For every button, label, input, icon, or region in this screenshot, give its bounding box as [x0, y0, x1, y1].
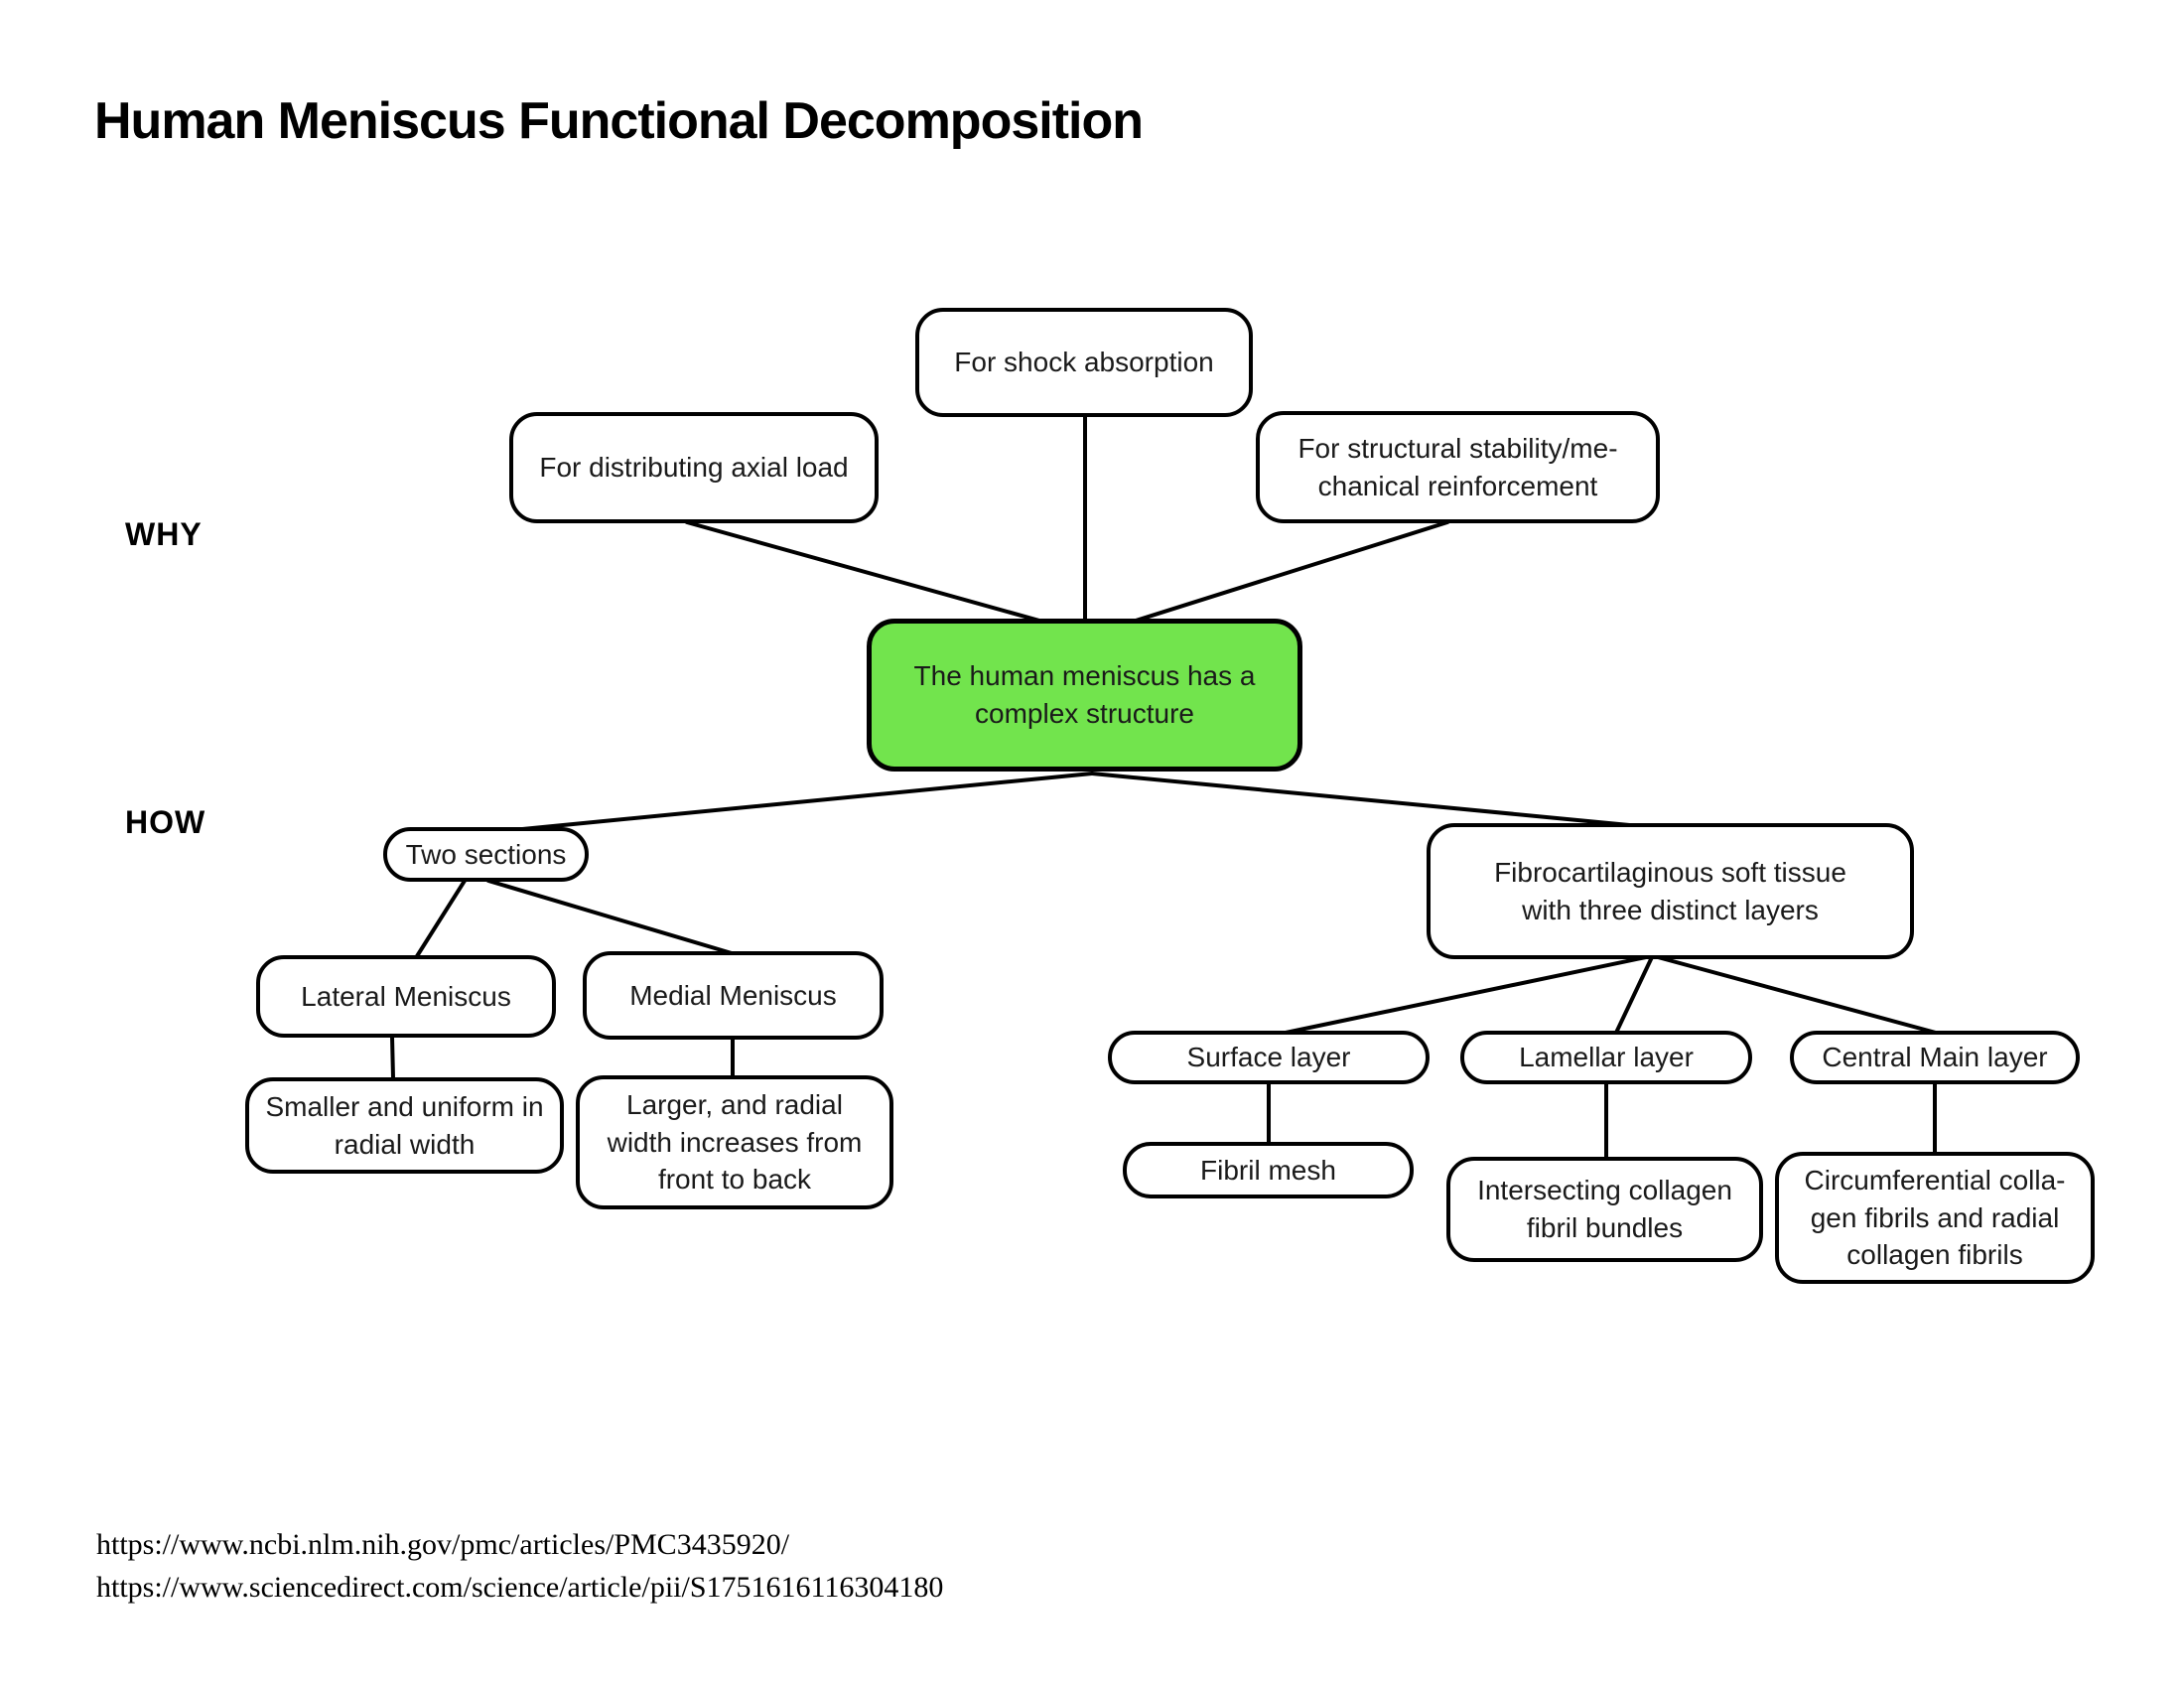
- edge-axial-root: [685, 520, 1066, 630]
- node-lateral-meniscus: Lateral Meniscus: [256, 955, 556, 1038]
- source-links: https://www.ncbi.nlm.nih.gov/pmc/article…: [96, 1524, 943, 1610]
- why-label: WHY: [125, 516, 203, 552]
- edge-fibro-lamellar: [1614, 955, 1654, 1035]
- node-shock-absorption: For shock absorption: [915, 308, 1253, 417]
- node-root-complex-structure: The human meniscus has a complex structu…: [867, 619, 1302, 772]
- node-fibrocartilaginous-tissue: Fibrocartilaginous soft tissue with thre…: [1427, 823, 1914, 959]
- source-link-ncbi: https://www.ncbi.nlm.nih.gov/pmc/article…: [96, 1528, 790, 1561]
- edge-lateral-smaller: [390, 1035, 395, 1080]
- node-root-complex-structure-label: The human meniscus has a complex structu…: [913, 660, 1256, 729]
- node-lamellar-layer-label: Lamellar layer: [1519, 1042, 1694, 1073]
- node-two-sections-label: Two sections: [405, 838, 567, 870]
- node-intersecting-collagen: Intersecting collagen fibril bundles: [1446, 1157, 1763, 1262]
- node-fibril-mesh: Fibril mesh: [1123, 1142, 1414, 1198]
- edge-two-sections-lateral: [415, 879, 467, 958]
- node-surface-layer-label: Surface layer: [1186, 1042, 1351, 1073]
- node-distributing-axial-load-label: For distributing axial load: [539, 452, 849, 484]
- edge-fibro-surface: [1284, 955, 1648, 1035]
- node-two-sections: Two sections: [383, 827, 589, 882]
- source-link-sciencedirect: https://www.sciencedirect.com/science/ar…: [96, 1570, 944, 1604]
- node-lateral-meniscus-label: Lateral Meniscus: [301, 980, 511, 1012]
- node-circumferential-collagen-label: Circumferential colla- gen fibrils and r…: [1804, 1165, 2066, 1271]
- node-surface-layer: Surface layer: [1108, 1031, 1430, 1084]
- node-smaller-uniform-width-label: Smaller and uniform in radial width: [265, 1090, 544, 1160]
- node-shock-absorption-label: For shock absorption: [954, 347, 1214, 378]
- node-circumferential-collagen: Circumferential colla- gen fibrils and r…: [1775, 1152, 2095, 1284]
- how-label: HOW: [125, 804, 206, 840]
- node-structural-stability: For structural stability/me- chanical re…: [1256, 411, 1660, 523]
- edge-stability-root: [1112, 520, 1449, 630]
- node-medial-meniscus-label: Medial Meniscus: [629, 979, 837, 1011]
- node-structural-stability-label: For structural stability/me- chanical re…: [1297, 432, 1618, 501]
- node-larger-radial-width-label: Larger, and radial width increases from …: [607, 1089, 863, 1196]
- node-fibril-mesh-label: Fibril mesh: [1200, 1154, 1336, 1186]
- page-title: Human Meniscus Functional Decomposition: [94, 92, 1144, 150]
- node-smaller-uniform-width: Smaller and uniform in radial width: [245, 1077, 564, 1174]
- node-distributing-axial-load: For distributing axial load: [509, 412, 879, 523]
- node-medial-meniscus: Medial Meniscus: [583, 951, 884, 1040]
- edge-fibro-central: [1656, 955, 1938, 1035]
- node-lamellar-layer: Lamellar layer: [1460, 1031, 1752, 1084]
- node-central-main-layer: Central Main layer: [1790, 1031, 2080, 1084]
- edge-two-sections-medial: [486, 879, 734, 955]
- edge-root-two-sections: [510, 772, 1094, 832]
- node-intersecting-collagen-label: Intersecting collagen fibril bundles: [1477, 1175, 1732, 1243]
- edge-root-fibro: [1090, 772, 1642, 828]
- node-central-main-layer-label: Central Main layer: [1822, 1042, 2048, 1073]
- node-fibrocartilaginous-tissue-label: Fibrocartilaginous soft tissue with thre…: [1494, 856, 1846, 925]
- node-larger-radial-width: Larger, and radial width increases from …: [576, 1075, 893, 1209]
